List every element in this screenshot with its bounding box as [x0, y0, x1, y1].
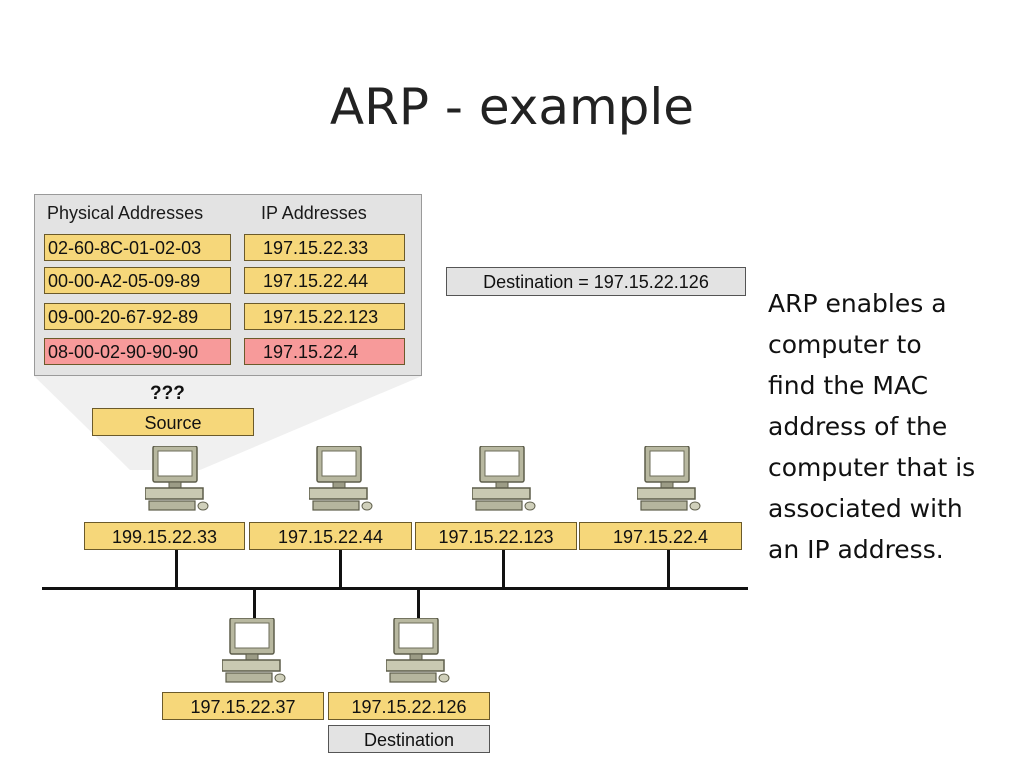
network-bus: [42, 587, 748, 590]
arp-row-mac: 02-60-8C-01-02-03: [44, 234, 231, 261]
drop-line: [417, 589, 420, 619]
computer-icon: [309, 446, 373, 512]
host-ip-label: 197.15.22.123: [415, 522, 577, 550]
arp-row-ip: 197.15.22.123: [244, 303, 405, 330]
unknown-marker: ???: [150, 383, 185, 404]
arp-row-ip: 197.15.22.44: [244, 267, 405, 294]
description-line: an IP address.: [768, 535, 944, 564]
host-ip-label: 197.15.22.37: [162, 692, 324, 720]
description-line: ARP enables a: [768, 289, 947, 318]
computer-icon: [637, 446, 701, 512]
description-line: find the MAC: [768, 371, 929, 400]
arp-row-ip: 197.15.22.33: [244, 234, 405, 261]
description-line: associated with: [768, 494, 963, 523]
slide-title: ARP - example: [329, 78, 695, 136]
arp-table-panel: Physical Addresses IP Addresses 02-60-8C…: [34, 194, 422, 376]
destination-request-box: Destination = 197.15.22.126: [446, 267, 746, 296]
drop-line: [667, 548, 670, 588]
arp-row-mac: 00-00-A2-05-09-89: [44, 267, 231, 294]
computer-icon: [472, 446, 536, 512]
arp-row-mac: 09-00-20-67-92-89: [44, 303, 231, 330]
computer-icon: [222, 618, 286, 684]
host-ip-label: 197.15.22.126: [328, 692, 490, 720]
drop-line: [339, 548, 342, 588]
description-line: computer to: [768, 330, 922, 359]
drop-line: [502, 548, 505, 588]
arp-row-mac-highlight: 08-00-02-90-90-90: [44, 338, 231, 365]
computer-icon: [145, 446, 209, 512]
ip-addresses-header: IP Addresses: [261, 203, 367, 223]
computer-icon: [386, 618, 450, 684]
description-text: ARP enables a computer to find the MAC a…: [768, 283, 1018, 570]
drop-line: [175, 548, 178, 588]
host-ip-label: 197.15.22.4: [579, 522, 742, 550]
description-line: address of the: [768, 412, 948, 441]
source-label: Source: [92, 408, 254, 436]
description-line: computer that is: [768, 453, 976, 482]
host-ip-label: 197.15.22.44: [249, 522, 412, 550]
physical-addresses-header: Physical Addresses: [47, 203, 204, 223]
destination-label: Destination: [328, 725, 490, 753]
arp-row-ip-highlight: 197.15.22.4: [244, 338, 405, 365]
drop-line: [253, 589, 256, 619]
host-ip-label: 199.15.22.33: [84, 522, 245, 550]
